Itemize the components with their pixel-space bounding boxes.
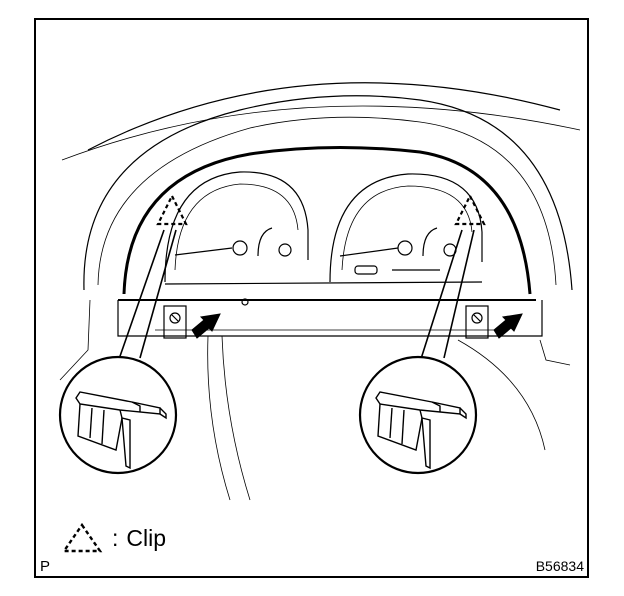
right-gauge bbox=[329, 173, 483, 283]
callout-leader-left bbox=[117, 229, 165, 363]
legend: : Clip bbox=[60, 520, 166, 556]
diagram-frame bbox=[34, 18, 589, 578]
legend-separator: : bbox=[112, 524, 119, 551]
screw-arrow-right-icon bbox=[493, 313, 523, 339]
clip-detail-callout-right bbox=[358, 355, 478, 475]
right-gauge-hub bbox=[397, 240, 413, 256]
left-gauge bbox=[164, 171, 309, 283]
clip-detail-left-icon bbox=[75, 391, 167, 470]
corner-letter: P bbox=[40, 558, 51, 575]
clip-marker-right-icon bbox=[454, 193, 486, 226]
clip-marker-left-icon bbox=[156, 193, 188, 226]
left-gauge-hub bbox=[232, 240, 248, 256]
left-mounting-bracket bbox=[163, 305, 187, 339]
cluster-bezel bbox=[122, 145, 532, 295]
dashed-triangle-icon bbox=[61, 522, 103, 553]
cluster-hood-outer bbox=[83, 95, 573, 291]
screw-arrow-left-icon bbox=[191, 313, 221, 339]
clip-detail-callout-left bbox=[58, 355, 178, 475]
right-mounting-bracket bbox=[465, 305, 489, 339]
legend-label: Clip bbox=[126, 524, 167, 551]
dashboard-hood-outline bbox=[87, 82, 561, 151]
figure-code: B56834 bbox=[535, 558, 584, 574]
callout-leader-right bbox=[419, 229, 463, 363]
clip-detail-right-icon bbox=[375, 391, 467, 470]
